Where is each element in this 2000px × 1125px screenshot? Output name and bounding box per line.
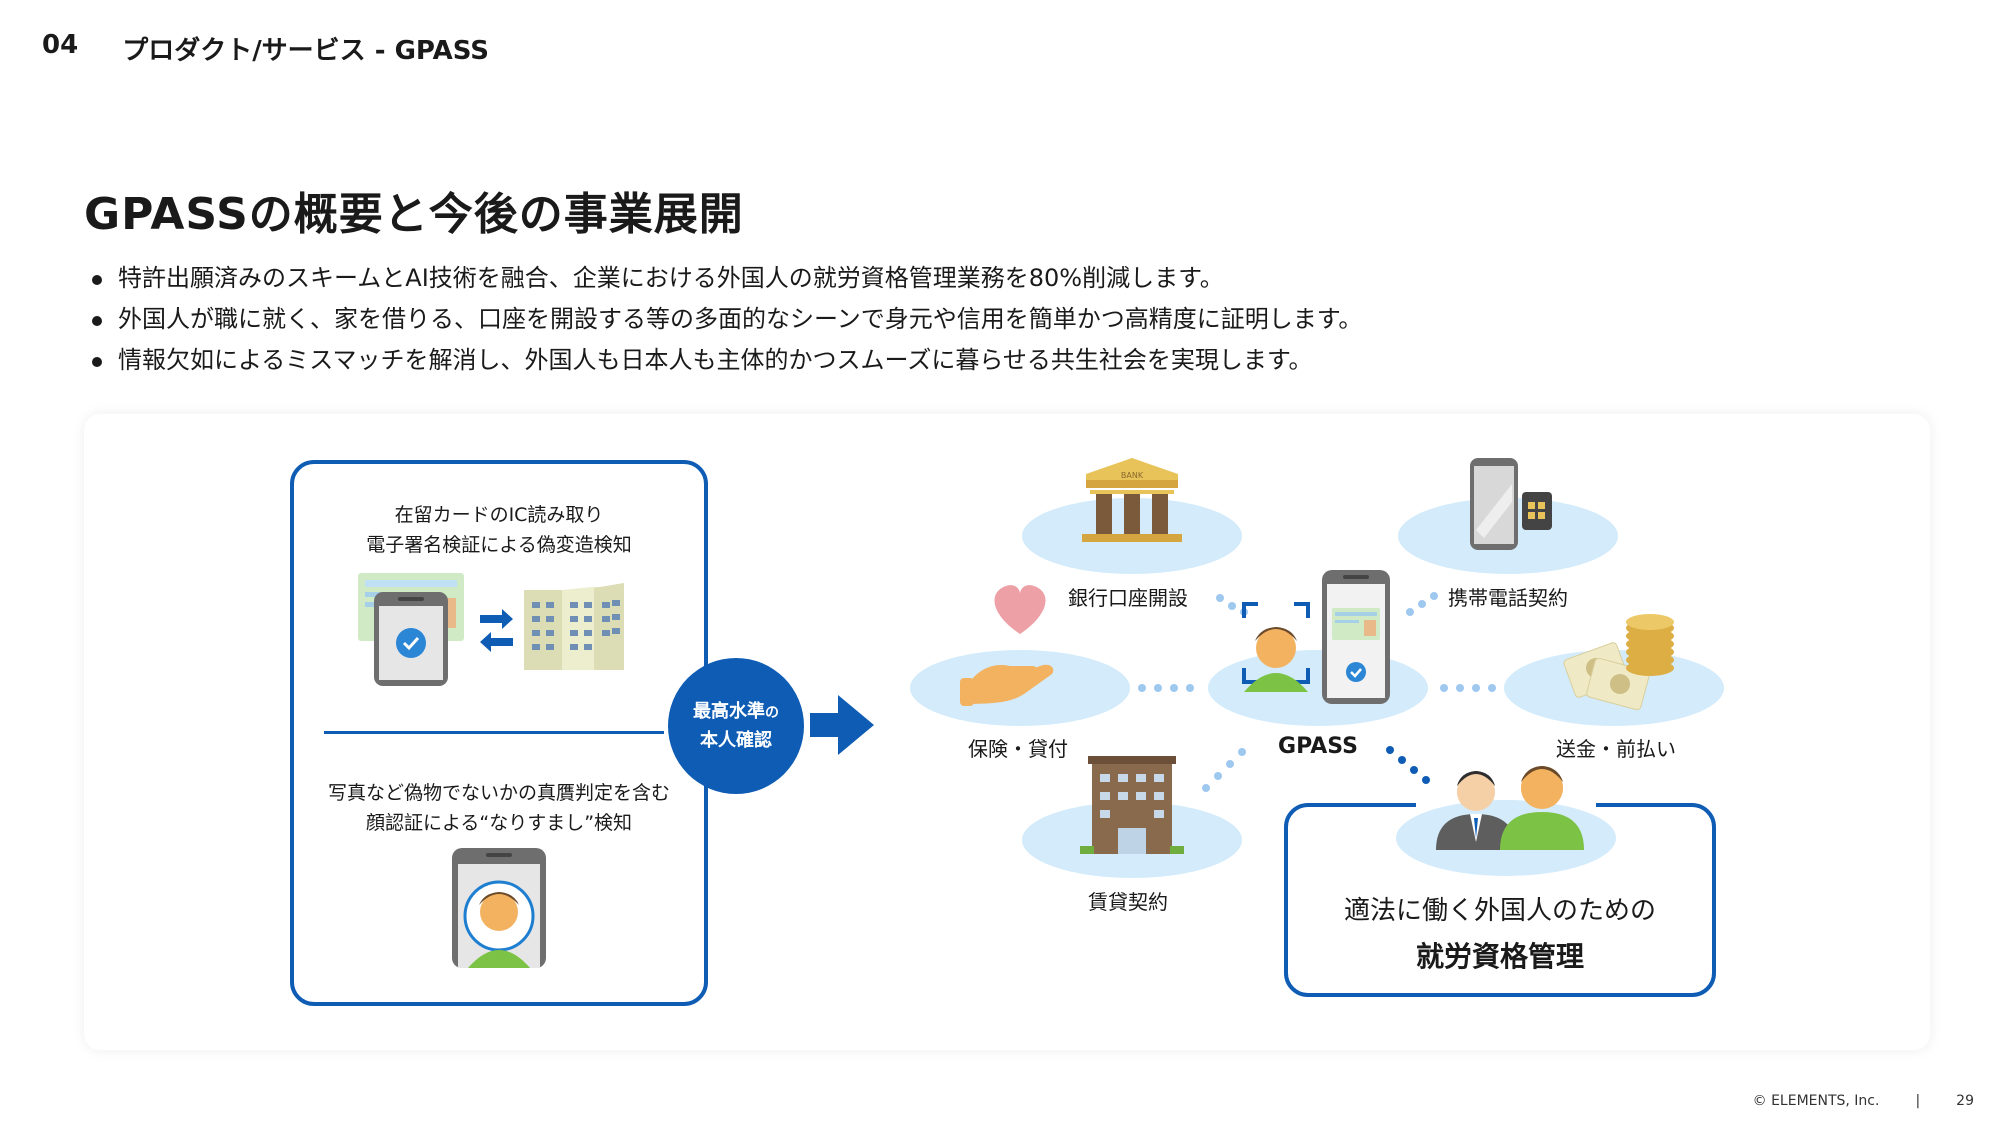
money-coins-icon: [1563, 614, 1674, 711]
page-number: 29: [1956, 1093, 1974, 1109]
apartment-building-icon: [1080, 756, 1184, 854]
label-remit: 送金・前払い: [1556, 737, 1676, 761]
copyright: © ELEMENTS, Inc.: [1752, 1093, 1880, 1109]
bank-sign: BANK: [1121, 471, 1144, 480]
ic-read-text: 在留カードのIC読み取り: [394, 504, 604, 526]
bullet-item: 外国人が職に就く、家を借りる、口座を開設する等の多面的なシーンで身元や信用を簡単…: [92, 299, 1362, 340]
page-footer: © ELEMENTS, Inc. | 29: [1753, 1093, 1974, 1109]
database-building-icon: [524, 583, 624, 670]
face-auth-text: 顔認証による“なりすまし”検知: [365, 812, 633, 834]
gpass-face-scan-icon: [1242, 602, 1310, 692]
footer-separator: |: [1915, 1093, 1921, 1109]
badge-line1-suffix: の: [765, 705, 779, 721]
label-insurance: 保険・貸付: [968, 737, 1068, 761]
exchange-arrows-icon: [480, 609, 513, 652]
employment-line2: 就労資格管理: [1415, 940, 1584, 973]
badge-line2: 本人確認: [700, 730, 772, 751]
dotted-connectors: [1138, 592, 1496, 792]
bullet-item: 特許出願済みのスキームとAI技術を融合、企業における外国人の就労資格管理業務を8…: [92, 258, 1362, 299]
dotted-connector-employment: [1386, 746, 1430, 784]
badge-line1: 最高水準: [693, 701, 765, 722]
page-header: 04 プロダクト/サービス - GPASS: [42, 30, 489, 67]
bullet-list: 特許出願済みのスキームとAI技術を融合、企業における外国人の就労資格管理業務を8…: [92, 258, 1362, 381]
page-title: GPASSの概要と今後の事業展開: [84, 189, 744, 240]
section-title: プロダクト/サービス - GPASS: [122, 36, 489, 66]
label-rent: 賃貸契約: [1088, 890, 1168, 914]
identity-verification-badge: 最高水準の 本人確認: [668, 658, 804, 794]
divider: [324, 731, 664, 734]
bullet-item: 情報欠如によるミスマッチを解消し、外国人も日本人も主体的かつスムーズに暮らせる共…: [92, 340, 1362, 381]
heart-hand-icon: [960, 585, 1054, 706]
face-scan-phone-icon: [452, 848, 546, 968]
label-mobile: 携帯電話契約: [1448, 586, 1568, 610]
right-arrow-icon: [810, 695, 874, 755]
signature-check-text: 電子署名検証による偽変造検知: [366, 534, 632, 556]
residence-card-phone-icon: [358, 573, 464, 686]
authenticity-text: 写真など偽物でないかの真贋判定を含む: [327, 782, 670, 804]
section-number: 04: [42, 30, 79, 60]
employment-line1: 適法に働く外国人のための: [1343, 896, 1656, 926]
mobile-sim-icon: [1470, 458, 1552, 550]
bank-icon: BANK: [1082, 458, 1182, 542]
label-gpass: GPASS: [1278, 734, 1358, 759]
gpass-phone-icon: [1322, 570, 1390, 704]
label-bank: 銀行口座開設: [1068, 586, 1188, 610]
